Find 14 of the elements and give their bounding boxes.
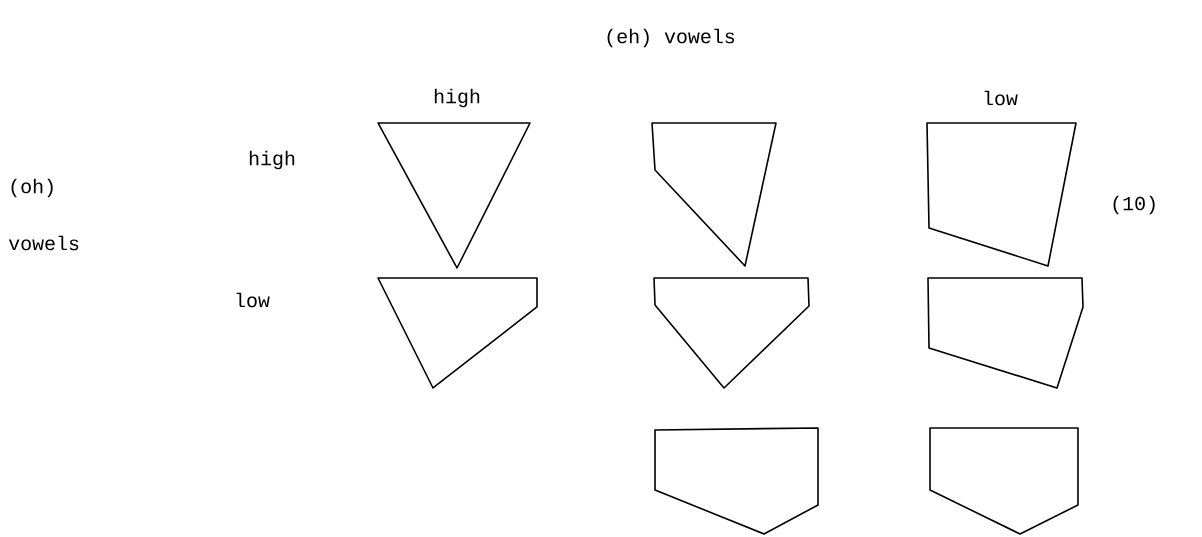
- polygon-shape: [651, 122, 777, 267]
- polygon-shape: [654, 427, 819, 535]
- polygon-shape: [377, 122, 531, 269]
- axis-label: low: [236, 292, 270, 308]
- polygon-shape: [927, 277, 1084, 389]
- axis-label: (10): [1113, 195, 1155, 215]
- axis-label: vowels: [8, 235, 79, 251]
- axis-label: high: [249, 150, 295, 170]
- axis-label: (eh) vowels: [607, 28, 735, 48]
- polygon-shape: [377, 277, 538, 389]
- axis-label: (oh): [11, 178, 53, 198]
- polygon-shape: [929, 427, 1079, 535]
- polygon-shape: [653, 277, 810, 389]
- polygon-shape: [926, 122, 1077, 267]
